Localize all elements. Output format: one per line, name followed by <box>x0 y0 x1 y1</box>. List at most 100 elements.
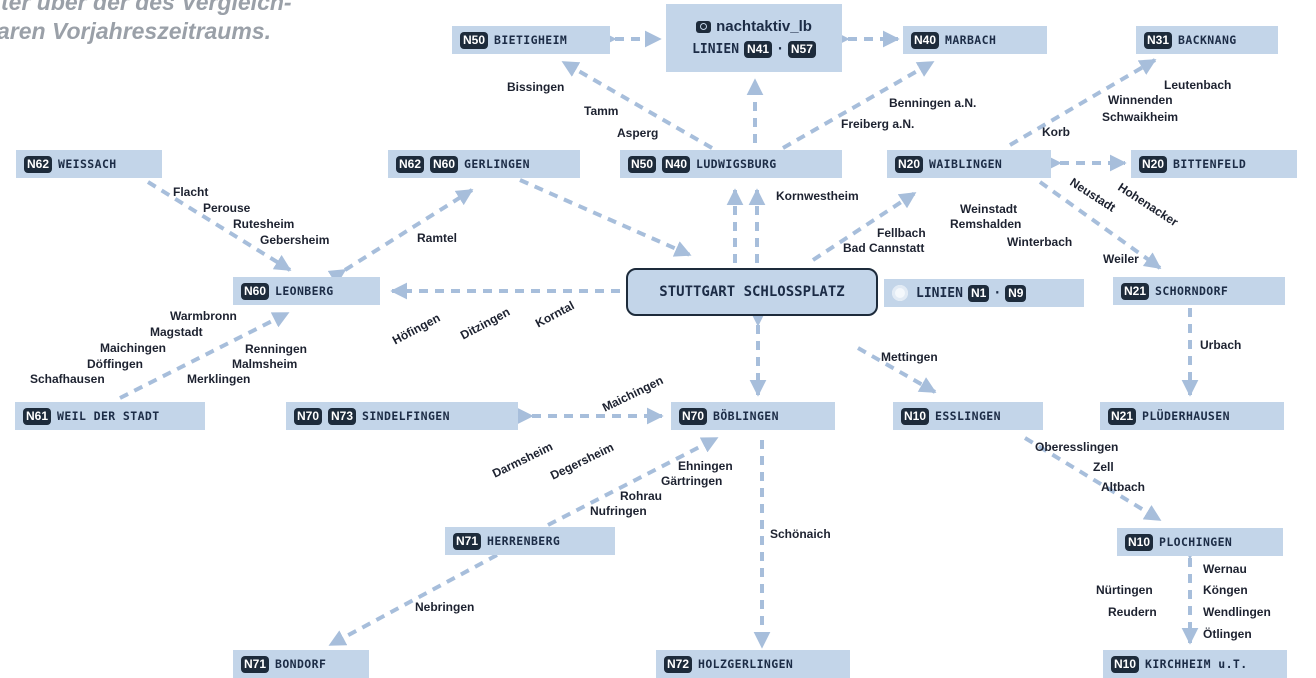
node-herrenberg: N71 HERRENBERG <box>445 527 615 555</box>
line-badge: N10 <box>1125 533 1154 551</box>
route-weissach-leonberg <box>146 180 292 272</box>
node-bondorf: N71 BONDORF <box>233 650 369 678</box>
node-backnang: N31 BACKNANG <box>1136 26 1278 54</box>
stop-label: Gärtringen <box>661 474 723 488</box>
line-badge: N9 <box>1005 284 1027 302</box>
line-badge: N50 <box>460 31 489 49</box>
stop-label: Reudern <box>1108 605 1157 619</box>
line-badge: N71 <box>453 532 482 550</box>
node-name: HERRENBERG <box>487 534 561 548</box>
line-badge: N41 <box>744 41 773 58</box>
node-name: BACKNANG <box>1178 33 1237 47</box>
stop-label: Malmsheim <box>232 357 298 371</box>
stop-label: Weiler <box>1103 252 1139 266</box>
node-name: SCHORNDORF <box>1155 284 1229 298</box>
node-name: LEONBERG <box>275 284 334 298</box>
route-waiblingen-schorndorf <box>1038 180 1162 270</box>
moon-icon <box>892 285 908 301</box>
node-name: BÖBLINGEN <box>713 409 779 423</box>
stop-label: Perouse <box>203 201 251 215</box>
route-center-waiblingen <box>811 191 917 262</box>
night-lines-label: LINIEN <box>916 285 963 301</box>
stop-label: Zell <box>1093 460 1114 474</box>
stop-label: Freiberg a.N. <box>841 117 915 131</box>
node-bittenfeld: N20 BITTENFELD <box>1131 150 1297 178</box>
stop-label: Bad Cannstatt <box>843 241 925 255</box>
line-badge: N71 <box>241 655 270 673</box>
line-badge: N1 <box>967 284 990 302</box>
line-badge: N21 <box>1108 407 1137 425</box>
stop-label: Wendlingen <box>1203 605 1271 619</box>
node-name: BITTENFELD <box>1173 157 1247 171</box>
night-lines-box: LINIEN N1 · N9 <box>884 279 1084 307</box>
stop-label: Bissingen <box>507 80 565 94</box>
stop-label: Ehningen <box>678 459 733 473</box>
stop-label: Maichingen <box>100 341 167 355</box>
stop-label: Asperg <box>617 126 659 140</box>
line-badge: N72 <box>664 655 693 673</box>
center-stuttgart-schlossplatz: STUTTGART SCHLOSSPLATZ <box>626 268 878 316</box>
stop-label: Rohrau <box>620 489 662 503</box>
stop-label: Altbach <box>1101 480 1146 494</box>
node-waiblingen: N20 WAIBLINGEN <box>887 150 1051 178</box>
line-badge: N70 <box>294 407 323 425</box>
stop-label: Tamm <box>584 104 619 118</box>
nachtaktiv-box: nachtaktiv_lb LINIEN N41 · N57 <box>666 4 842 72</box>
node-ludwigsburg: N50 N40 LUDWIGSBURG <box>620 150 842 178</box>
line-range: LINIEN N41 · N57 <box>692 41 816 58</box>
node-name: BIETIGHEIM <box>494 33 568 47</box>
stop-label: Winterbach <box>1007 235 1073 249</box>
social-handle-text: nachtaktiv_lb <box>716 18 812 35</box>
node-plochingen: N10 PLOCHINGEN <box>1117 528 1283 556</box>
stop-label: Benningen a.N. <box>889 96 977 110</box>
stop-label: Gebersheim <box>260 233 330 247</box>
line-badge: N10 <box>901 407 930 425</box>
stop-label: Renningen <box>245 342 307 356</box>
stop-label: Ramtel <box>417 231 458 245</box>
instagram-icon <box>696 20 712 33</box>
stop-label: Magstadt <box>150 325 203 339</box>
intro-text: ritter über der des Vergleich- aren Vorj… <box>0 0 400 46</box>
stop-label: Warmbronn <box>170 309 237 323</box>
node-pluederhausen: N21 PLÜDERHAUSEN <box>1100 402 1284 430</box>
stop-label: Remshalden <box>950 217 1022 231</box>
stop-label: Merklingen <box>187 372 251 386</box>
node-name: MARBACH <box>945 33 997 47</box>
stop-label: Schafhausen <box>30 372 105 386</box>
stop-label: Nufringen <box>590 504 647 518</box>
intro-line-2: aren Vorjahreszeitraums. <box>0 18 271 44</box>
route-ludwigsburg-bietigheim <box>561 60 713 150</box>
node-name: PLÜDERHAUSEN <box>1142 409 1230 423</box>
node-gerlingen: N62 N60 GERLINGEN <box>388 150 580 178</box>
line-badge: N73 <box>328 407 357 425</box>
node-weissach: N62 WEISSACH <box>16 150 162 178</box>
stop-label: Korb <box>1042 125 1070 139</box>
node-name: WAIBLINGEN <box>929 157 1003 171</box>
line-badge: N60 <box>430 155 459 173</box>
node-sindelfingen: N70 N73 SINDELFINGEN <box>286 402 518 430</box>
node-weil-der-stadt: N61 WEIL DER STADT <box>15 402 205 430</box>
stop-label: Schönaich <box>770 527 831 541</box>
line-badge: N40 <box>911 31 940 49</box>
stop-label: Fellbach <box>877 226 926 240</box>
node-name: PLOCHINGEN <box>1159 535 1233 549</box>
line-badge: N50 <box>628 155 657 173</box>
route-leonberg-gerlingen <box>327 188 474 286</box>
line-badge: N31 <box>1144 31 1173 49</box>
stop-label: Köngen <box>1203 583 1248 597</box>
node-schorndorf: N21 SCHORNDORF <box>1113 277 1285 305</box>
stop-label: Leutenbach <box>1164 78 1232 92</box>
line-range-label: LINIEN <box>692 42 740 57</box>
line-badge: N62 <box>24 155 53 173</box>
line-badge: N57 <box>787 41 816 58</box>
stop-label: Rutesheim <box>233 217 295 231</box>
node-bietigheim: N50 BIETIGHEIM <box>452 26 610 54</box>
route-gerlingen-center <box>519 178 692 257</box>
route-esslingen-plochingen <box>1023 436 1162 522</box>
line-badge: N21 <box>1121 282 1150 300</box>
node-name: LUDWIGSBURG <box>696 157 777 171</box>
stop-label: Döffingen <box>87 357 143 371</box>
node-name: ESSLINGEN <box>935 409 1001 423</box>
route-waiblingen-backnang <box>1008 58 1157 147</box>
